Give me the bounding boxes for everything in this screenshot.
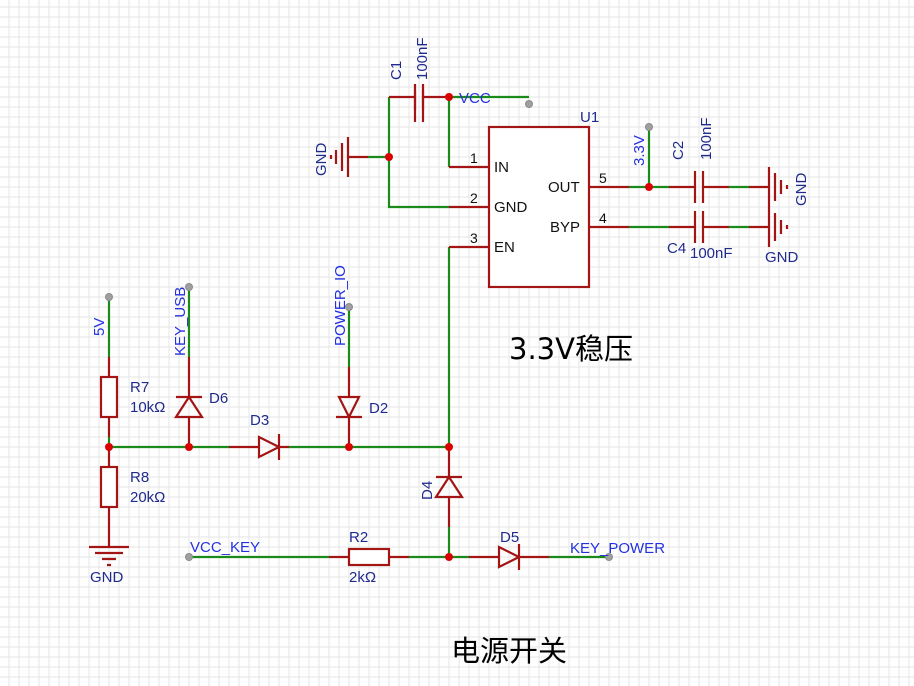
resistor-r8[interactable]: R8 20kΩ [99, 447, 165, 547]
junction-dot [185, 443, 193, 451]
c1-ref: C1 [388, 61, 405, 80]
u1-pin-5-number: 5 [599, 170, 607, 186]
u1-pin-4-name: BYP [550, 219, 580, 236]
net-label-vcc: VCC [459, 90, 491, 107]
gnd-symbol-c1: GND [313, 137, 368, 177]
r2-value: 2kΩ [349, 569, 376, 586]
c4-ref: C4 [667, 240, 686, 257]
capacitor-c4[interactable]: C4 100nF [667, 211, 733, 262]
d5-ref: D5 [500, 529, 519, 546]
d4-ref: D4 [419, 481, 436, 500]
net-port-key-power[interactable] [605, 553, 613, 561]
d2-ref: D2 [369, 400, 388, 417]
junction-dot [445, 93, 453, 101]
r2-ref: R2 [349, 529, 368, 546]
r7-ref: R7 [130, 379, 149, 396]
diode-d3[interactable]: D3 [229, 412, 289, 460]
diode-d4[interactable]: D4 [419, 447, 465, 527]
net-label-5v: 5V [91, 318, 108, 336]
net-port-vcc-key[interactable] [185, 553, 193, 561]
c1-value: 100nF [414, 37, 431, 80]
u1-pin-5-name: OUT [548, 179, 580, 196]
junction-dot [385, 153, 393, 161]
junction-dot [645, 183, 653, 191]
title-regulator: 3.3V稳压 [509, 332, 633, 366]
wires [107, 95, 749, 559]
diode-d5[interactable]: D5 [469, 529, 549, 570]
gnd-label-c2: GND [793, 173, 810, 207]
u1-pin-2-name: GND [494, 199, 528, 216]
r8-value: 20kΩ [130, 489, 165, 506]
junction-dot [445, 443, 453, 451]
net-port-3v3[interactable] [645, 123, 653, 131]
gnd-label-c4: GND [765, 249, 799, 266]
gnd-label-c1: GND [313, 143, 330, 177]
u1-pin-1-number: 1 [470, 150, 478, 166]
net-label-key-power: KEY_POWER [570, 540, 665, 557]
capacitor-c1[interactable]: C1 100nF [388, 37, 449, 122]
r7-value: 10kΩ [130, 399, 165, 416]
net-label-key-usb: KEY_USB [172, 287, 189, 356]
junctions [105, 93, 653, 561]
junction-dot [345, 443, 353, 451]
gnd-symbol-c4: GND [749, 207, 799, 266]
resistor-r7[interactable]: R7 10kΩ [99, 357, 165, 437]
diode-d6[interactable]: D6 [173, 357, 228, 447]
resistor-r2[interactable]: R2 2kΩ [329, 529, 409, 586]
net-label-vcc-key: VCC_KEY [190, 539, 260, 556]
junction-dot [445, 553, 453, 561]
u1-pin-4-number: 4 [599, 210, 607, 226]
c4-value: 100nF [690, 245, 733, 262]
u1-pin-3-name: EN [494, 239, 515, 256]
gnd-symbol-c2: GND [749, 167, 810, 207]
c2-ref: C2 [670, 141, 687, 160]
c2-value: 100nF [698, 117, 715, 160]
net-label-power-io: POWER_IO [332, 265, 349, 346]
d6-ref: D6 [209, 390, 228, 407]
u1-pin-2-number: 2 [470, 190, 478, 206]
u1-ref: U1 [580, 109, 599, 126]
capacitor-c2[interactable]: C2 100nF [669, 117, 729, 203]
diode-d2[interactable]: D2 [336, 367, 388, 447]
title-power-switch: 电源开关 [451, 634, 567, 668]
u1-pin-1-name: IN [494, 159, 509, 176]
regulator-u1[interactable]: U1 1 IN 2 GND 3 EN 5 OUT 4 BYP [449, 109, 629, 289]
u1-pin-3-number: 3 [470, 230, 478, 246]
net-port-key-usb[interactable] [185, 283, 193, 291]
net-label-3v3: 3.3V [631, 135, 648, 166]
gnd-symbol-r8: GND [89, 545, 129, 586]
net-port-5v[interactable] [105, 293, 113, 301]
r8-ref: R8 [130, 469, 149, 486]
net-port-vcc[interactable] [525, 100, 533, 108]
gnd-label-r8: GND [90, 569, 124, 586]
d3-ref: D3 [250, 412, 269, 429]
junction-dot [105, 443, 113, 451]
net-port-power-io[interactable] [345, 303, 353, 311]
